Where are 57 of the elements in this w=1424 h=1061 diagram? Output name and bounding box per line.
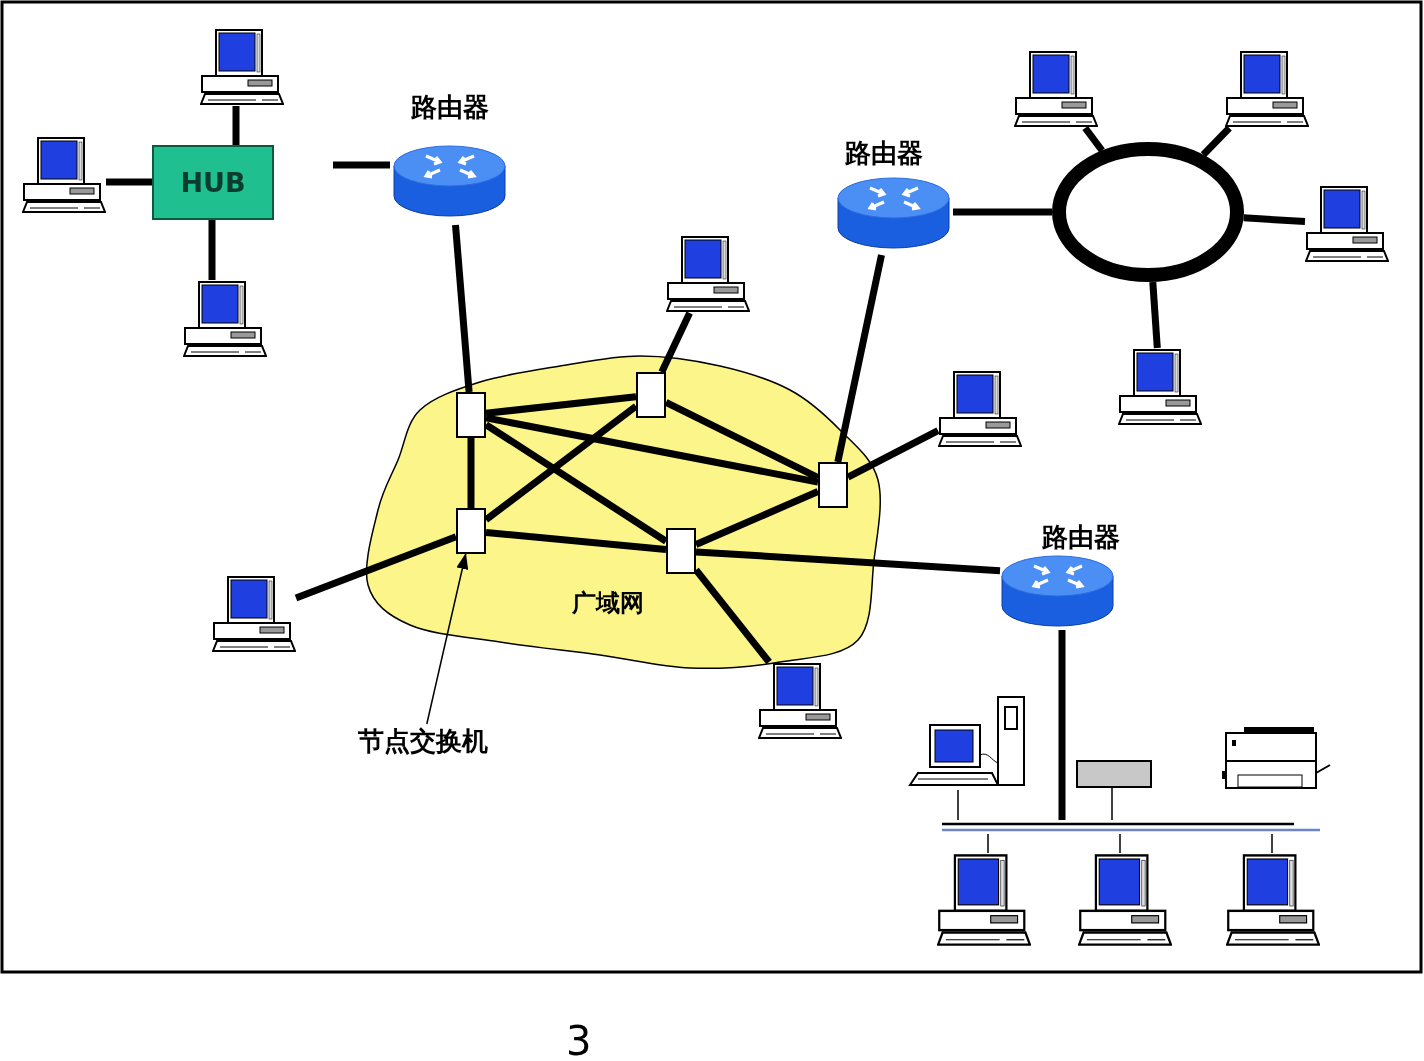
network-link bbox=[1243, 214, 1306, 225]
computer-icon bbox=[212, 575, 296, 653]
network-link bbox=[452, 224, 473, 393]
switch-box bbox=[456, 392, 486, 438]
computer-icon bbox=[937, 853, 1031, 947]
network-link bbox=[846, 427, 940, 481]
drop-cable bbox=[987, 833, 989, 854]
router-label: 路由器 bbox=[1041, 521, 1121, 554]
network-link bbox=[834, 254, 885, 463]
computer-icon bbox=[200, 28, 284, 106]
router-label: 路由器 bbox=[410, 91, 490, 124]
network-link bbox=[485, 393, 637, 417]
drop-cable bbox=[1271, 833, 1273, 854]
hub-box: HUB bbox=[152, 145, 274, 220]
network-link bbox=[485, 414, 819, 486]
computer-icon bbox=[1225, 50, 1309, 128]
router-label: 路由器 bbox=[844, 137, 924, 170]
computer-icon bbox=[1078, 853, 1172, 947]
drop-cable bbox=[957, 789, 959, 821]
bus-cable bbox=[942, 820, 1320, 834]
network-link bbox=[232, 106, 240, 145]
network-link bbox=[664, 399, 820, 481]
computer-icon bbox=[22, 136, 106, 214]
printer-icon bbox=[1222, 725, 1332, 790]
computer-icon bbox=[1014, 50, 1098, 128]
computer-icon bbox=[1305, 185, 1389, 263]
network-link bbox=[484, 421, 668, 545]
network-link bbox=[693, 567, 772, 665]
switch-box bbox=[818, 462, 848, 508]
switch-box bbox=[666, 528, 696, 574]
computer-icon bbox=[183, 280, 267, 358]
network-label: 广域网 bbox=[572, 588, 644, 619]
network-link bbox=[694, 488, 820, 548]
network-link bbox=[695, 548, 1001, 575]
network-link bbox=[467, 438, 475, 508]
network-link bbox=[1082, 125, 1105, 153]
network-link bbox=[658, 311, 693, 374]
drop-cable bbox=[1111, 787, 1113, 821]
leader-line bbox=[426, 553, 469, 725]
computer-icon bbox=[1118, 348, 1202, 426]
computer-icon bbox=[758, 662, 842, 740]
switch-box bbox=[456, 508, 486, 554]
network-link bbox=[1149, 281, 1161, 349]
callout-label: 节点交换机 bbox=[330, 724, 515, 762]
figure-number: 3 bbox=[566, 1018, 592, 1061]
computer-icon bbox=[1226, 853, 1320, 947]
network-link bbox=[208, 220, 216, 280]
device-box bbox=[1076, 760, 1152, 788]
network-link bbox=[1200, 125, 1232, 158]
network-link bbox=[294, 533, 458, 602]
computer-icon bbox=[938, 370, 1022, 448]
ring-network bbox=[1052, 142, 1244, 282]
switch-box bbox=[636, 372, 666, 418]
network-link bbox=[483, 403, 639, 523]
network-link bbox=[485, 528, 667, 554]
drop-cable bbox=[1119, 833, 1121, 854]
computer-icon bbox=[666, 235, 750, 313]
